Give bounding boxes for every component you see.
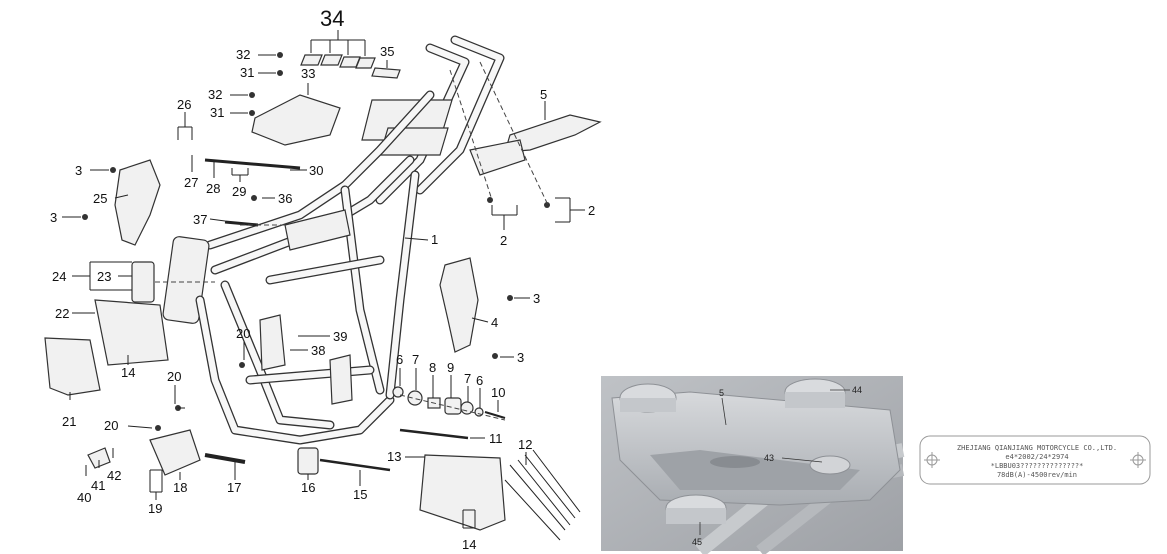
callout-42: 42 [107,468,121,483]
callout-24: 24 [52,269,66,284]
leader-lines [62,30,585,529]
callout-14: 14 [121,365,135,380]
callout-7: 7 [464,371,471,386]
plate-noise: 78dB(A)-4500rev/min [997,471,1077,479]
callout-12: 12 [518,437,532,452]
main-frame [162,35,505,445]
callout-31: 31 [240,65,254,80]
callout-15: 15 [353,487,367,502]
callout-22: 22 [55,306,69,321]
photo-label-43: 43 [764,453,774,463]
callout-20: 20 [104,418,118,433]
callout-1: 1 [431,232,438,247]
vin-name-plate: ZHEJIANG QIANJIANG MOTORCYCLE CO.,LTD. e… [919,435,1151,485]
callout-14: 14 [462,537,476,552]
callout-40: 40 [77,490,91,505]
callout-2: 2 [588,203,595,218]
plate-approval: e4*2002/24*2974 [1005,453,1068,461]
callout-20: 20 [236,326,250,341]
callout-labels: 34 35 32 31 33 32 31 26 5 3 25 27 28 29 … [50,6,595,552]
plate-manufacturer: ZHEJIANG QIANJIANG MOTORCYCLE CO.,LTD. [957,444,1117,452]
callout-8: 8 [429,360,436,375]
frame-render-photo: 5 44 43 45 [601,376,905,554]
photo-label-45: 45 [692,537,702,547]
callout-10: 10 [491,385,505,400]
callout-35: 35 [380,44,394,59]
callout-13: 13 [387,449,401,464]
callout-3: 3 [533,291,540,306]
callout-39: 39 [333,329,347,344]
callout-17: 17 [227,480,241,495]
callout-34: 34 [320,6,344,31]
callout-16: 16 [301,480,315,495]
parts [44,52,602,541]
callout-20: 20 [167,369,181,384]
photo-label-44: 44 [852,385,862,395]
plate-vin: *LBBU03??????????????* [991,462,1084,470]
callout-37: 37 [193,212,207,227]
callout-26: 26 [177,97,191,112]
callout-27: 27 [184,175,198,190]
callout-29: 29 [232,184,246,199]
callout-19: 19 [148,501,162,516]
callout-4: 4 [491,315,498,330]
callout-32: 32 [208,87,222,102]
assembly-lines [155,61,549,421]
callout-5: 5 [540,87,547,102]
photo-label-5: 5 [719,388,724,398]
callout-9: 9 [447,360,454,375]
callout-11: 11 [489,431,503,446]
callout-3: 3 [75,163,82,178]
callout-18: 18 [173,480,187,495]
callout-6: 6 [396,352,403,367]
callout-41: 41 [91,478,105,493]
callout-30: 30 [309,163,323,178]
callout-38: 38 [311,343,325,358]
callout-36: 36 [278,191,292,206]
callout-33: 33 [301,66,315,81]
callout-23: 23 [97,269,111,284]
callout-7: 7 [412,352,419,367]
callout-31: 31 [210,105,224,120]
callout-6: 6 [476,373,483,388]
callout-28: 28 [206,181,220,196]
callout-25: 25 [93,191,107,206]
callout-21: 21 [62,414,76,429]
callout-32: 32 [236,47,250,62]
callout-3: 3 [50,210,57,225]
callout-3: 3 [517,350,524,365]
callout-2: 2 [500,233,507,248]
